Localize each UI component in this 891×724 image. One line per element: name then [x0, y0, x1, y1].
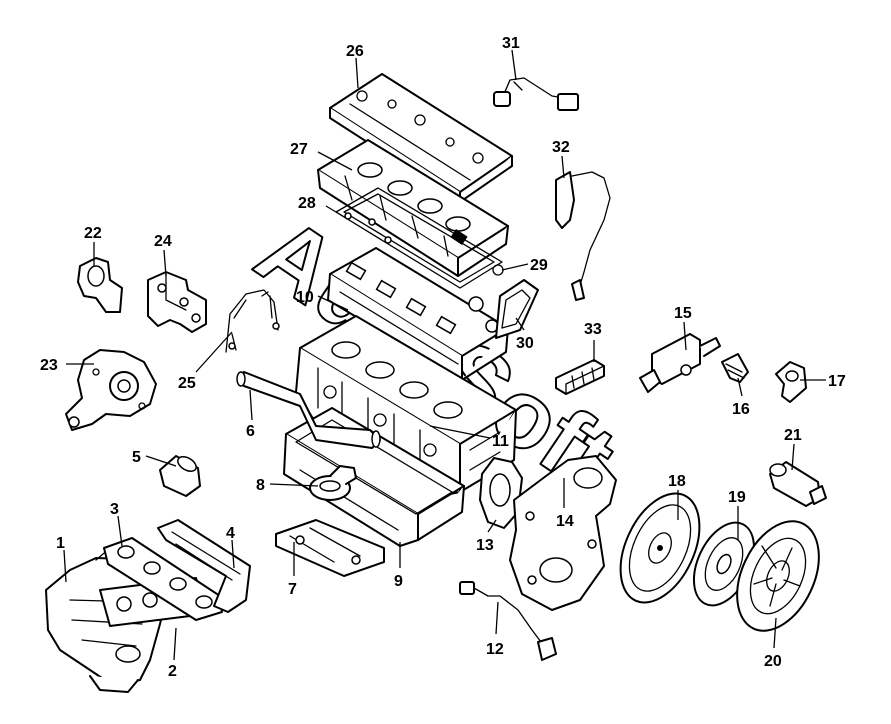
leader-16	[737, 377, 743, 397]
callout-22: 22	[84, 225, 102, 242]
water-pump-icon	[65, 349, 157, 431]
thermostat-housing-icon	[639, 333, 721, 393]
head-cover-gasket-icon	[335, 187, 503, 289]
callout-19: 19	[728, 489, 746, 506]
leader-2	[173, 627, 177, 661]
leader-12	[495, 601, 499, 635]
outlet-gasket-icon	[495, 279, 539, 339]
leader-30	[515, 317, 525, 331]
callout-4: 4	[226, 525, 235, 542]
callout-labels: 1 2 3 4 5 6 7 8 9 10 11 12 13 14 15 16 1…	[40, 35, 846, 680]
knock-sensor-icon	[459, 581, 557, 661]
exhaust-manifold-gasket-icon	[103, 537, 223, 621]
leader-3	[117, 515, 123, 547]
leader-29	[501, 263, 529, 271]
callout-1: 1	[56, 535, 65, 552]
callout-8: 8	[256, 477, 265, 494]
callout-24: 24	[154, 233, 172, 250]
leader-1	[63, 549, 67, 583]
callout-18: 18	[668, 473, 686, 490]
coolant-outlet-icon	[775, 361, 807, 403]
callout-30: 30	[516, 335, 534, 352]
callout-28: 28	[298, 195, 316, 212]
camshaft-position-sensor-icon	[493, 77, 579, 111]
leader-lines	[63, 49, 826, 661]
leader-31	[511, 49, 517, 81]
leader-26	[355, 57, 359, 89]
clutch-pressure-plate-icon	[736, 520, 820, 632]
timing-belt-cover-icon	[225, 289, 280, 353]
oil-filter-icon	[159, 455, 201, 497]
engine-rear-plate-icon	[509, 455, 617, 611]
callout-23: 23	[40, 357, 58, 374]
temperature-sender-icon	[721, 353, 749, 383]
camshaft-carrier-icon	[317, 139, 509, 277]
flywheel-icon	[619, 492, 701, 604]
exhaust-heat-shield-icon	[157, 519, 251, 613]
oxygen-sensor-icon	[555, 171, 611, 301]
leader-32	[561, 155, 565, 179]
callout-10: 10	[296, 289, 314, 306]
callout-12: 12	[486, 641, 504, 658]
callout-3: 3	[110, 501, 119, 518]
callout-20: 20	[764, 653, 782, 670]
callout-6: 6	[246, 423, 255, 440]
callout-5: 5	[132, 449, 141, 466]
callout-32: 32	[552, 139, 570, 156]
callout-33: 33	[584, 321, 602, 338]
leader-24	[163, 249, 167, 277]
callout-2: 2	[168, 663, 177, 680]
leader-13	[487, 519, 497, 533]
oil-pressure-switch-icon	[769, 461, 827, 507]
oil-pan-baffle-icon	[275, 519, 385, 577]
callout-14: 14	[556, 513, 574, 530]
callout-25: 25	[178, 375, 196, 392]
leader-10	[317, 295, 349, 311]
callout-13: 13	[476, 537, 494, 554]
callout-26: 26	[346, 43, 364, 60]
callout-21: 21	[784, 427, 802, 444]
callout-31: 31	[502, 35, 520, 52]
leader-27	[317, 151, 353, 171]
leader-8	[269, 483, 319, 487]
leader-5	[145, 455, 177, 467]
callout-15: 15	[674, 305, 692, 322]
callout-17: 17	[828, 373, 846, 390]
engine-mount-bracket-icon	[147, 271, 207, 333]
leader-20	[773, 617, 777, 649]
leader-6	[249, 389, 253, 421]
callout-9: 9	[394, 573, 403, 590]
cylinder-head-icon	[327, 247, 509, 381]
leader-21	[791, 443, 795, 471]
oil-pump-pickup-icon	[309, 465, 357, 501]
leader-4	[231, 539, 235, 569]
callout-29: 29	[530, 257, 548, 274]
leader-25	[195, 331, 233, 373]
leader-15	[683, 321, 687, 351]
callout-16: 16	[732, 401, 750, 418]
callout-7: 7	[288, 581, 297, 598]
callout-27: 27	[290, 141, 308, 158]
leader-28	[325, 205, 347, 219]
callout-11: 11	[492, 433, 509, 450]
coolant-pipe-icon	[236, 371, 381, 449]
leader-11	[429, 425, 491, 439]
water-inlet-icon	[77, 257, 123, 313]
